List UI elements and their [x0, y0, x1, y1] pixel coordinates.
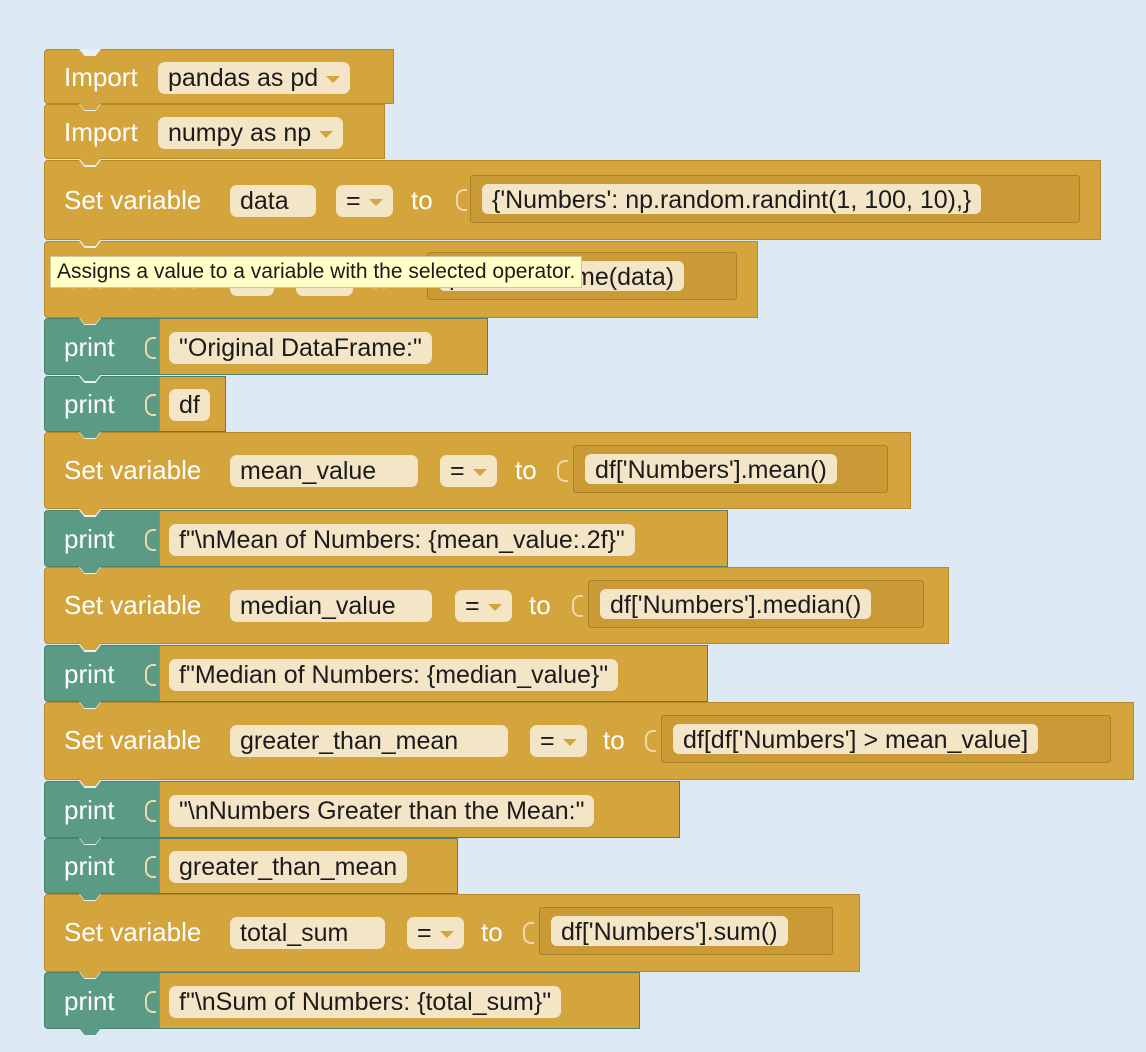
- print-value-input[interactable]: f"\nSum of Numbers: {total_sum}": [169, 986, 562, 1018]
- block-keyword: Import: [64, 62, 138, 92]
- import-block[interactable]: Import pandas as pd: [44, 49, 394, 104]
- value-block[interactable]: {'Numbers': np.random.randint(1, 100, 10…: [470, 175, 1080, 223]
- block-keyword: Set variable: [64, 185, 202, 215]
- socket-connector: [456, 189, 467, 211]
- block-keyword: print: [64, 389, 115, 419]
- print-block[interactable]: print "\nNumbers Greater than the Mean:": [44, 781, 680, 838]
- operator-dropdown[interactable]: =: [336, 185, 393, 217]
- socket-connector: [145, 664, 156, 686]
- block-keyword: print: [64, 332, 115, 362]
- chevron-down-icon: [326, 75, 341, 83]
- to-label: to: [481, 917, 503, 947]
- variable-name-field[interactable]: total_sum: [230, 917, 385, 949]
- block-keyword: print: [64, 795, 115, 825]
- socket-connector: [645, 730, 656, 752]
- block-keyword: Set variable: [64, 725, 202, 755]
- block-tooltip: Assigns a value to a variable with the s…: [50, 256, 583, 288]
- value-input[interactable]: {'Numbers': np.random.randint(1, 100, 10…: [481, 183, 983, 215]
- print-value-input[interactable]: "Original DataFrame:": [169, 332, 432, 364]
- to-label: to: [529, 590, 551, 620]
- value-block[interactable]: df['Numbers'].sum(): [539, 907, 833, 955]
- print-block[interactable]: print df: [44, 376, 226, 432]
- operator-dropdown[interactable]: =: [407, 917, 464, 949]
- variable-name-field[interactable]: greater_than_mean: [230, 725, 508, 757]
- print-value-input[interactable]: greater_than_mean: [169, 851, 408, 883]
- socket-connector: [557, 460, 568, 482]
- print-block[interactable]: print greater_than_mean: [44, 838, 458, 894]
- print-block[interactable]: print f"\nSum of Numbers: {total_sum}": [44, 972, 640, 1029]
- socket-connector: [523, 922, 534, 944]
- socket-connector: [572, 595, 583, 617]
- print-block[interactable]: print f"Median of Numbers: {median_value…: [44, 645, 708, 702]
- value-input[interactable]: df['Numbers'].mean(): [584, 453, 838, 485]
- block-keyword: Set variable: [64, 590, 202, 620]
- set-variable-block[interactable]: Set variable median_value = to df['Numbe…: [44, 567, 949, 644]
- import-block[interactable]: Import numpy as np: [44, 104, 385, 159]
- value-input[interactable]: df['Numbers'].median(): [599, 588, 873, 620]
- module-dropdown[interactable]: numpy as np: [158, 117, 344, 149]
- block-keyword: Set variable: [64, 917, 202, 947]
- socket-connector: [145, 800, 156, 822]
- print-block[interactable]: print "Original DataFrame:": [44, 318, 488, 375]
- block-keyword: print: [64, 659, 115, 689]
- chevron-down-icon: [472, 468, 487, 476]
- operator-dropdown[interactable]: =: [440, 455, 497, 487]
- value-input[interactable]: df['Numbers'].sum(): [550, 915, 789, 947]
- chevron-down-icon: [487, 603, 502, 611]
- set-variable-block[interactable]: Set variable mean_value = to df['Numbers…: [44, 432, 911, 509]
- print-block[interactable]: print f"\nMean of Numbers: {mean_value:.…: [44, 510, 728, 567]
- operator-dropdown[interactable]: =: [530, 725, 587, 757]
- chevron-down-icon: [319, 130, 334, 138]
- set-variable-block[interactable]: Set variable greater_than_mean = to df[d…: [44, 702, 1134, 780]
- block-keyword: print: [64, 986, 115, 1016]
- module-dropdown[interactable]: pandas as pd: [158, 62, 351, 94]
- variable-name-field[interactable]: median_value: [230, 590, 432, 622]
- chevron-down-icon: [368, 198, 383, 206]
- to-label: to: [411, 185, 433, 215]
- socket-connector: [145, 856, 156, 878]
- value-block[interactable]: df[df['Numbers'] > mean_value]: [661, 715, 1111, 763]
- value-block[interactable]: df['Numbers'].median(): [588, 580, 924, 628]
- socket-connector: [145, 529, 156, 551]
- block-keyword: print: [64, 524, 115, 554]
- block-keyword: Set variable: [64, 455, 202, 485]
- set-variable-block[interactable]: Set variable data = to {'Numbers': np.ra…: [44, 160, 1101, 240]
- to-label: to: [515, 455, 537, 485]
- socket-connector: [145, 337, 156, 359]
- print-value-input[interactable]: "\nNumbers Greater than the Mean:": [169, 795, 595, 827]
- variable-name-field[interactable]: mean_value: [230, 455, 418, 487]
- socket-connector: [145, 394, 156, 416]
- block-keyword: Import: [64, 117, 138, 147]
- chevron-down-icon: [562, 738, 577, 746]
- set-variable-block[interactable]: Set variable total_sum = to df['Numbers'…: [44, 894, 860, 972]
- print-value-input[interactable]: f"\nMean of Numbers: {mean_value:.2f}": [169, 524, 635, 556]
- socket-connector: [145, 991, 156, 1013]
- value-block[interactable]: df['Numbers'].mean(): [573, 445, 888, 493]
- to-label: to: [603, 725, 625, 755]
- chevron-down-icon: [439, 930, 454, 938]
- block-keyword: print: [64, 851, 115, 881]
- operator-dropdown[interactable]: =: [455, 590, 512, 622]
- print-value-input[interactable]: f"Median of Numbers: {median_value}": [169, 659, 619, 691]
- variable-name-field[interactable]: data: [230, 185, 316, 217]
- print-value-input[interactable]: df: [169, 389, 210, 421]
- value-input[interactable]: df[df['Numbers'] > mean_value]: [672, 723, 1040, 755]
